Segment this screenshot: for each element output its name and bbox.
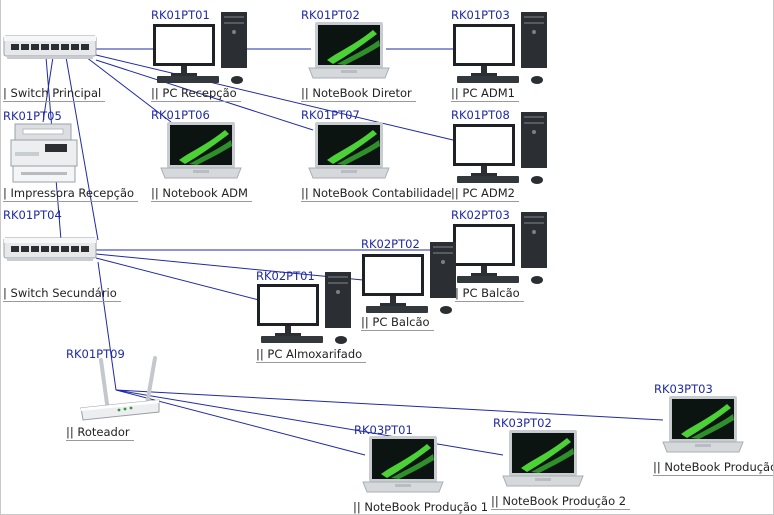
device-name: || PC Almoxarifado xyxy=(256,348,367,363)
node-notebook-producao-1[interactable]: RK03PT01 || NoteBook Produção 1 xyxy=(1,0,488,514)
link-switch-principal-notebook-adm xyxy=(85,56,172,123)
node-pc-adm2[interactable]: RK01PT08 || PC ADM2 xyxy=(1,0,547,202)
node-notebook-producao-2[interactable]: RK03PT02 || NoteBook Produção 2 xyxy=(1,0,631,510)
node-notebook-diretor[interactable]: RK01PT02 || NoteBook Diretor xyxy=(1,0,416,102)
device-name: || NoteBook Produção 2 xyxy=(491,495,631,510)
laptop-icon xyxy=(662,396,744,453)
device-id: RK01PT03 xyxy=(451,8,510,22)
link-switch-principal-notebook-contabilidade xyxy=(95,59,314,131)
device-id: RK03PT03 xyxy=(654,382,713,396)
device-id: RK02PT02 xyxy=(361,237,420,251)
node-impressora[interactable]: RK01PT05 | Impressora Recepção xyxy=(1,0,139,202)
node-pc-balcao-2[interactable]: RK02PT02 || PC Balcão xyxy=(1,0,456,331)
link-switch-secundario-roteador xyxy=(97,261,117,391)
device-name: || PC ADM1 xyxy=(451,87,519,102)
desktop-pc-icon xyxy=(453,212,547,284)
device-id: RK01PT06 xyxy=(151,108,210,122)
device-id: RK01PT04 xyxy=(3,208,62,222)
link-switch-secundario-pc-balcao-2 xyxy=(95,253,364,281)
device-id: RK01PT02 xyxy=(301,8,360,22)
node-notebook-producao-3[interactable]: RK03PT03 || NoteBook Produção xyxy=(1,0,773,476)
device-name: || PC Recepção xyxy=(151,87,241,102)
device-name: | PC Balcão xyxy=(455,287,524,302)
device-id: RK02PT01 xyxy=(256,269,315,283)
node-pc-almoxarifado[interactable]: RK02PT01 || PC Almoxarifado xyxy=(1,0,367,363)
link-switch-principal-switch-secundario-2 xyxy=(65,56,99,241)
device-id: RK01PT05 xyxy=(3,109,62,123)
node-pc-recepcao[interactable]: RK01PT01 || PC Recepção xyxy=(1,0,247,102)
device-name: || NoteBook Produção xyxy=(653,461,773,476)
device-id: RK02PT03 xyxy=(451,208,510,222)
laptop-icon xyxy=(308,22,390,79)
device-id: RK01PT09 xyxy=(66,347,125,361)
link-switch-secundario-pc-almoxarifado xyxy=(95,257,260,301)
desktop-pc-icon xyxy=(362,242,456,314)
device-name: || Notebook ADM xyxy=(151,187,252,202)
device-name: || NoteBook Diretor xyxy=(301,87,416,102)
link-roteador-notebook-producao-3 xyxy=(115,389,664,421)
node-switch-secundario[interactable]: RK01PT04 | Switch Secundário xyxy=(1,0,121,302)
switch-icon xyxy=(3,35,97,59)
device-id: RK01PT01 xyxy=(151,8,210,22)
link-roteador-notebook-producao-2 xyxy=(115,389,504,456)
device-name: || NoteBook Produção 1 xyxy=(353,501,492,514)
device-id: RK01PT08 xyxy=(451,108,510,122)
link-switch-principal-pc-adm2 xyxy=(95,54,454,141)
laptop-icon xyxy=(502,430,584,487)
switch-icon xyxy=(3,237,97,261)
desktop-pc-icon xyxy=(257,272,351,344)
laptop-icon xyxy=(308,122,390,179)
node-switch-principal[interactable]: | Switch Principal xyxy=(1,0,106,102)
desktop-pc-icon xyxy=(453,12,547,84)
device-name: | Switch Principal xyxy=(3,87,106,102)
laptop-icon xyxy=(160,122,242,179)
node-pc-adm1[interactable]: RK01PT03 || PC ADM1 xyxy=(1,0,547,102)
desktop-pc-icon xyxy=(453,112,547,184)
node-roteador[interactable]: RK01PT09 || Roteador xyxy=(1,0,160,441)
device-name: | Impressora Recepção xyxy=(3,187,139,202)
node-pc-balcao-1[interactable]: RK02PT03 | PC Balcão xyxy=(1,0,547,302)
laptop-icon xyxy=(362,436,444,493)
link-switch-principal-impressora xyxy=(42,56,54,123)
router-icon xyxy=(80,356,160,421)
device-name: || NoteBook Contabilidade xyxy=(301,187,456,202)
device-id: RK03PT01 xyxy=(354,423,413,437)
desktop-pc-icon xyxy=(153,12,247,84)
device-id: RK03PT02 xyxy=(493,416,552,430)
node-notebook-contabilidade[interactable]: RK01PT07 || NoteBook Contabilidade xyxy=(1,0,456,202)
device-name: || Roteador xyxy=(66,426,134,441)
printer-icon xyxy=(10,123,78,183)
device-name: || PC ADM2 xyxy=(451,187,519,202)
device-name: || PC Balcão xyxy=(361,316,434,331)
device-id: RK01PT07 xyxy=(301,108,360,122)
node-notebook-adm[interactable]: RK01PT06 || Notebook ADM xyxy=(1,0,252,202)
device-name: | Switch Secundário xyxy=(3,287,121,302)
